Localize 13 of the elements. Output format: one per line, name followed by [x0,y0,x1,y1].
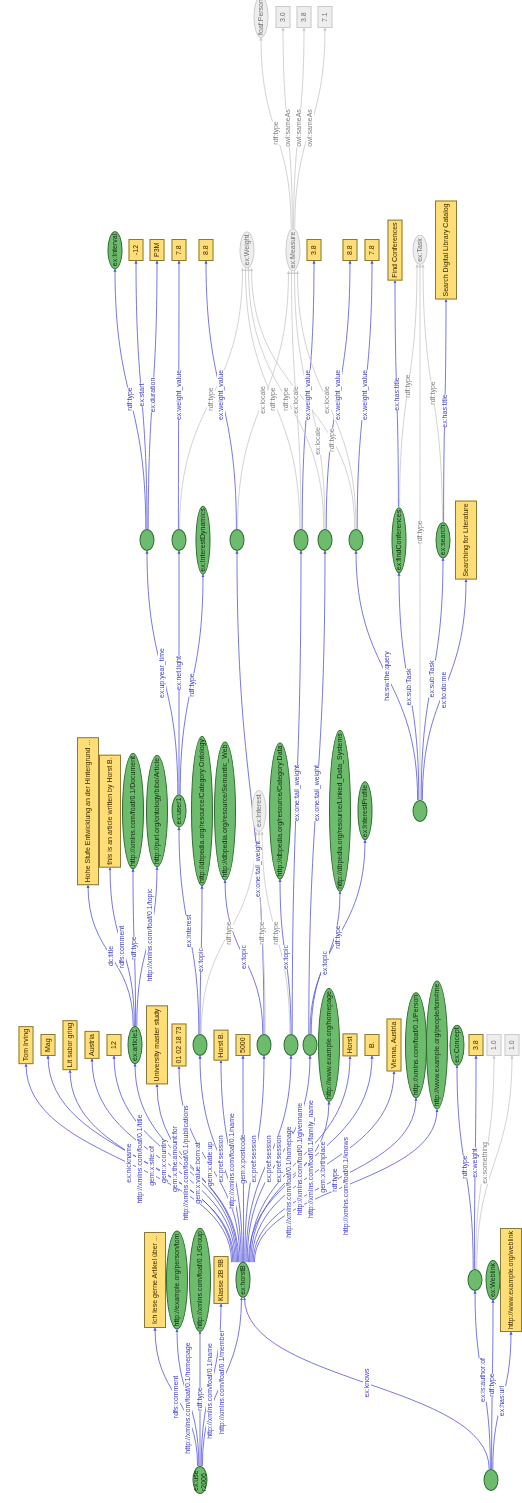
resource-ellipse [171,529,187,551]
resource-ellipse [412,800,428,822]
resource-ellipse [317,529,333,551]
resource-ellipse [467,1269,483,1291]
resource-ellipse [256,1034,272,1056]
resource-ellipse [293,529,309,551]
resource-ellipse [348,529,364,551]
resource-ellipse [283,1034,299,1056]
resource-ellipse [229,529,245,551]
resource-ellipse [192,1034,208,1056]
resource-ellipse [302,1034,318,1056]
resource-ellipse [483,1469,499,1491]
resource-ellipse [139,529,155,551]
